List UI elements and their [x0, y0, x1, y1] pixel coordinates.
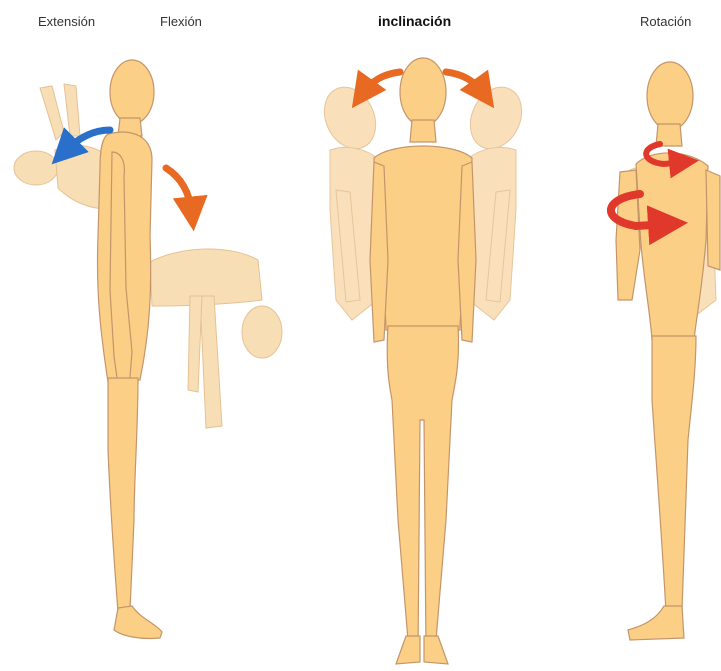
- curved-arrow-down-icon: [166, 168, 192, 214]
- figure-inclination: [315, 58, 532, 664]
- curved-arrow-right-icon: [446, 72, 484, 94]
- standing-figure-side: [97, 60, 162, 639]
- ghost-flexion-body: [150, 249, 282, 428]
- figure-extension-flexion: [14, 60, 282, 639]
- figure-rotation: [611, 62, 720, 640]
- standing-figure-front: [370, 58, 476, 664]
- standing-figure-rotation: [616, 62, 720, 640]
- double-curved-arrow-icon: [362, 72, 400, 94]
